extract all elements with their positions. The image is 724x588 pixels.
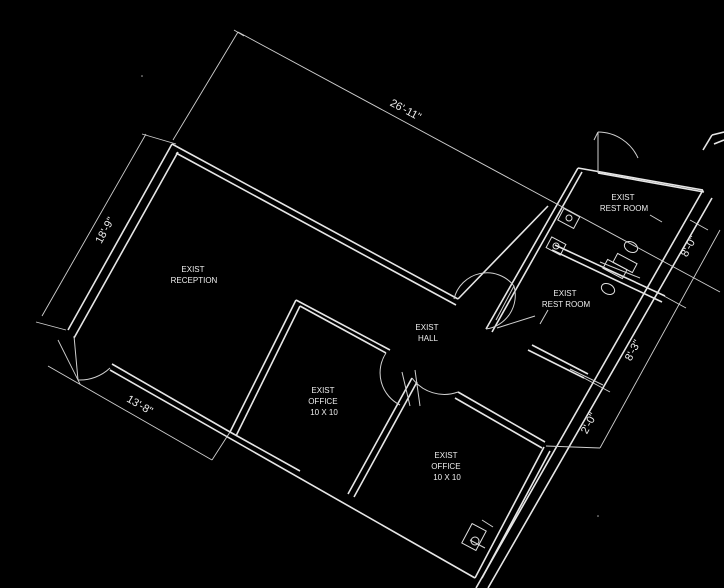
sink-icon: [545, 236, 567, 256]
room-labels: EXIST RECEPTION EXIST HALL EXIST OFFICE …: [171, 193, 649, 482]
interior-walls: [229, 167, 705, 498]
dimension-right-middle: 8'-3": [623, 338, 644, 363]
office-right-label: EXIST OFFICE 10 X 10: [431, 451, 463, 482]
restroom-bottom-label: EXIST REST ROOM: [542, 289, 591, 309]
toilet-icon: [600, 258, 628, 296]
restroom-top-label: EXIST REST ROOM: [600, 193, 649, 213]
office-left-label: EXIST OFFICE 10 X 10: [308, 386, 340, 417]
dimension-lines: [35, 29, 721, 461]
speck: [597, 515, 599, 517]
sink-icon: [557, 207, 581, 230]
dimension-top: 26'-11": [388, 97, 423, 123]
door-swings: [73, 131, 639, 407]
reception-label: EXIST RECEPTION: [171, 265, 218, 285]
speck: [141, 75, 143, 77]
dimension-right-top: 8'-0": [679, 234, 700, 259]
plumbing-fixtures: [461, 207, 663, 552]
dimension-right-bottom: 2'-0": [579, 411, 600, 436]
hall-label: EXIST HALL: [415, 323, 440, 343]
toilet-icon: [612, 240, 639, 274]
water-heater-icon: [461, 522, 487, 552]
exterior-walls: [67, 131, 724, 588]
dimension-bottom: 13'-8": [124, 393, 154, 417]
